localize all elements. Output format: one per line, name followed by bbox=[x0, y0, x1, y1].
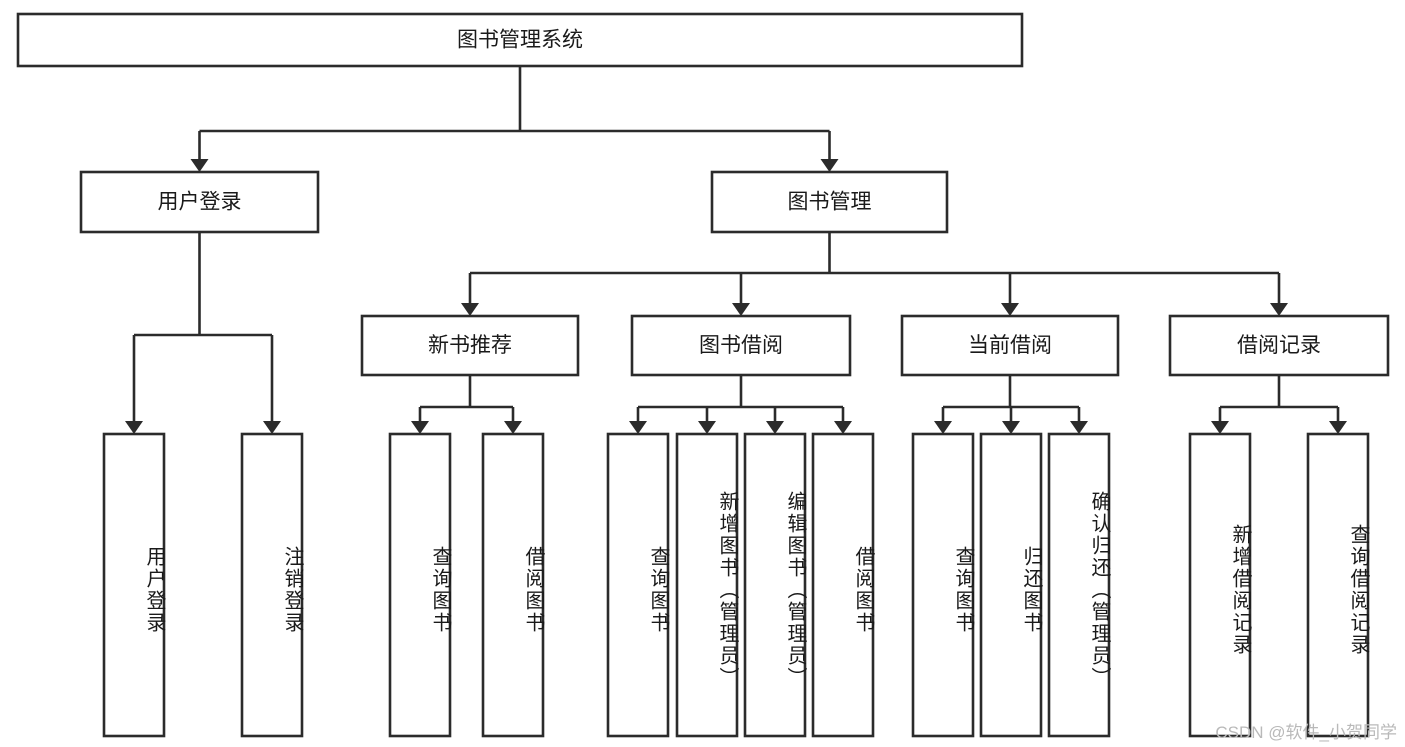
arrow-head-icon bbox=[1001, 303, 1019, 316]
node-box-leaf-add-book[interactable] bbox=[675, 432, 739, 738]
arrow-head-icon bbox=[1329, 421, 1347, 434]
arrow-head-icon bbox=[732, 303, 750, 316]
node-box-leaf-confirm-return[interactable] bbox=[1047, 432, 1111, 738]
node-box-leaf-query-book-1[interactable] bbox=[388, 432, 452, 738]
arrow-head-icon bbox=[1002, 421, 1020, 434]
arrow-head-icon bbox=[1070, 421, 1088, 434]
node-box-new-book-recommend[interactable] bbox=[360, 314, 580, 377]
node-box-borrow-record[interactable] bbox=[1168, 314, 1390, 377]
arrow-head-icon bbox=[834, 421, 852, 434]
arrow-head-icon bbox=[125, 421, 143, 434]
arrow-head-icon bbox=[698, 421, 716, 434]
node-box-leaf-edit-book[interactable] bbox=[743, 432, 807, 738]
boxes-layer bbox=[16, 12, 1390, 738]
node-label-book-borrow: 图书借阅 bbox=[699, 334, 783, 357]
node-box-leaf-logout-login[interactable] bbox=[240, 432, 304, 738]
connectors-layer bbox=[125, 66, 1347, 434]
arrow-head-icon bbox=[411, 421, 429, 434]
node-box-book-borrow[interactable] bbox=[630, 314, 852, 377]
arrow-head-icon bbox=[263, 421, 281, 434]
node-box-leaf-query-borrow-record[interactable] bbox=[1306, 432, 1370, 738]
node-label-root: 图书管理系统 bbox=[457, 29, 583, 52]
node-box-leaf-borrow-book-1[interactable] bbox=[481, 432, 545, 738]
arrow-head-icon bbox=[1270, 303, 1288, 316]
node-label-book-manage: 图书管理 bbox=[788, 191, 872, 214]
node-label-borrow-record: 借阅记录 bbox=[1237, 334, 1321, 357]
arrow-head-icon bbox=[934, 421, 952, 434]
node-box-leaf-user-login[interactable] bbox=[102, 432, 166, 738]
arrow-head-icon bbox=[461, 303, 479, 316]
node-box-leaf-borrow-book-2[interactable] bbox=[811, 432, 875, 738]
node-label-new-book-recommend: 新书推荐 bbox=[428, 334, 512, 357]
arrow-head-icon bbox=[820, 159, 839, 172]
node-box-root[interactable] bbox=[16, 12, 1024, 68]
node-box-leaf-return-book[interactable] bbox=[979, 432, 1043, 738]
node-box-book-manage[interactable] bbox=[710, 170, 949, 234]
node-label-current-borrow: 当前借阅 bbox=[968, 334, 1052, 357]
csdn-watermark: CSDN @软件_小贺同学 bbox=[1215, 723, 1397, 742]
node-box-leaf-query-book-3[interactable] bbox=[911, 432, 975, 738]
node-label-user-login: 用户登录 bbox=[158, 191, 242, 214]
arrow-head-icon bbox=[504, 421, 522, 434]
node-box-current-borrow[interactable] bbox=[900, 314, 1120, 377]
node-box-leaf-query-book-2[interactable] bbox=[606, 432, 670, 738]
node-box-user-login[interactable] bbox=[79, 170, 320, 234]
arrow-head-icon bbox=[766, 421, 784, 434]
arrow-head-icon bbox=[1211, 421, 1229, 434]
arrow-head-icon bbox=[190, 159, 209, 172]
arrow-head-icon bbox=[629, 421, 647, 434]
node-box-leaf-add-borrow-record[interactable] bbox=[1188, 432, 1252, 738]
